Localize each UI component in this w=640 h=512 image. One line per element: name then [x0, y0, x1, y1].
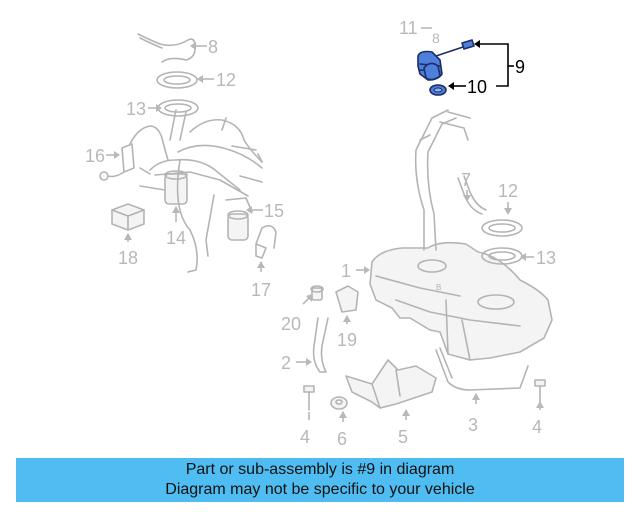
- part-9-fuel-cap-highlighted: [417, 39, 475, 81]
- svg-text:14: 14: [166, 228, 186, 248]
- svg-text:18: 18: [118, 248, 138, 268]
- callout-2: 2: [281, 353, 312, 373]
- svg-text:17: 17: [251, 280, 271, 300]
- part-14-fuel-pump-assembly: [139, 109, 263, 273]
- svg-text:13: 13: [126, 99, 146, 119]
- callout-6: 6: [337, 411, 347, 449]
- callout-9: 9: [474, 40, 525, 87]
- svg-text:6: 6: [337, 429, 347, 449]
- svg-text:8: 8: [432, 30, 440, 46]
- callout-4-left: 4: [300, 412, 310, 447]
- callout-14: 14: [166, 206, 186, 248]
- svg-text:7: 7: [461, 170, 471, 190]
- svg-text:B: B: [436, 283, 441, 292]
- banner-line-2: Diagram may not be specific to your vehi…: [165, 481, 475, 498]
- part-6-grommet: [330, 396, 348, 410]
- callout-4-right: 4: [532, 401, 544, 437]
- callout-3: 3: [468, 393, 480, 435]
- svg-text:5: 5: [398, 427, 408, 447]
- part-13-gasket-left: [157, 99, 199, 117]
- part-10-seal-highlighted: [429, 84, 447, 96]
- part-4-bolt-left: [303, 385, 315, 411]
- callout-11-8-top: 11 8: [399, 18, 440, 46]
- callout-12-left: 12: [197, 70, 236, 90]
- part-18-connector: [111, 203, 145, 231]
- part-15-fuel-filter: [225, 197, 253, 241]
- svg-text:8: 8: [208, 37, 218, 57]
- svg-text:4: 4: [300, 427, 310, 447]
- part-8-hose-left: [137, 33, 196, 63]
- svg-text:12: 12: [498, 181, 518, 201]
- part-16-sensor-bracket: [99, 125, 169, 181]
- part-filler-pipe: [414, 109, 471, 251]
- callout-19: 19: [337, 315, 357, 350]
- callout-8-left: 8: [190, 37, 218, 57]
- banner-line-1: Part or sub-assembly is #9 in diagram: [185, 461, 455, 478]
- callout-13-left: 13: [126, 99, 162, 119]
- part-17-wire-harness: [255, 224, 277, 259]
- part-20-clip: [310, 285, 324, 301]
- callout-13-right: 13: [520, 248, 556, 268]
- callout-17: 17: [251, 261, 271, 300]
- callout-18: 18: [118, 233, 138, 268]
- part-4-bolt-right: [534, 379, 546, 403]
- info-banner: Part or sub-assembly is #9 in diagram Di…: [16, 458, 624, 502]
- svg-text:4: 4: [532, 417, 542, 437]
- part-3-strap: [435, 347, 529, 391]
- svg-text:9: 9: [515, 57, 525, 77]
- svg-text:1: 1: [341, 261, 351, 281]
- callout-5: 5: [398, 409, 410, 447]
- svg-text:10: 10: [467, 77, 487, 97]
- part-12-lock-ring-right: [481, 219, 523, 237]
- svg-text:2: 2: [281, 353, 291, 373]
- callout-10: 10: [448, 77, 487, 97]
- svg-text:3: 3: [468, 415, 478, 435]
- svg-text:12: 12: [216, 70, 236, 90]
- svg-text:19: 19: [337, 330, 357, 350]
- callout-1: 1: [341, 261, 370, 281]
- part-12-lock-ring-left: [156, 71, 198, 89]
- part-5-heat-shield: [345, 359, 437, 409]
- callout-7: 7: [461, 170, 471, 202]
- part-2-strap: [312, 317, 329, 373]
- callout-12-right: 12: [498, 181, 518, 215]
- part-1-fuel-tank: B: [369, 241, 553, 361]
- parts-diagram: 8 12 13 16: [85, 18, 556, 449]
- svg-text:15: 15: [264, 201, 284, 221]
- callout-15: 15: [246, 201, 284, 221]
- svg-text:13: 13: [536, 248, 556, 268]
- svg-text:20: 20: [281, 314, 301, 334]
- part-19-bracket: [335, 285, 359, 313]
- svg-text:16: 16: [85, 146, 105, 166]
- callout-20: 20: [281, 294, 312, 334]
- callout-16: 16: [85, 146, 120, 166]
- part-7-vent-hose: [457, 175, 487, 215]
- svg-text:11: 11: [399, 18, 418, 38]
